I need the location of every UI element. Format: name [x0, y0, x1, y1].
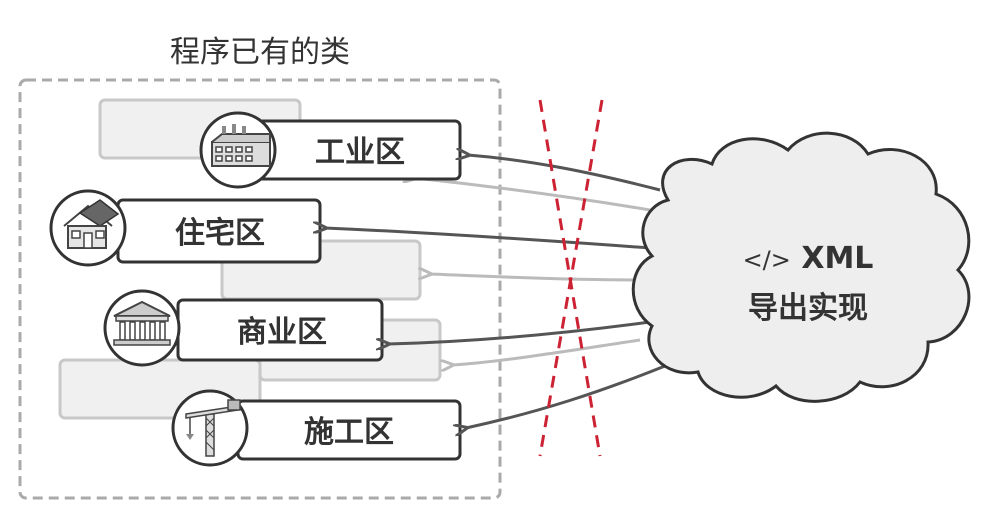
existing-classes-container	[18, 78, 502, 500]
arrow-to-commercial	[388, 320, 651, 344]
ghost-arrow-2	[430, 274, 641, 282]
class-label-residential: 住宅区	[175, 216, 265, 251]
xml-export-cloud: </> XML 导出实现	[631, 131, 971, 403]
factory-icon	[199, 111, 277, 189]
bank-icon	[103, 289, 181, 367]
ghost-arrow-3	[452, 338, 641, 365]
xml-label-line2: 导出实现	[748, 291, 868, 326]
ghost-arrows	[415, 178, 651, 365]
arrow-to-residential	[325, 228, 651, 250]
class-box-construction: 施工区	[236, 399, 462, 461]
class-box-industrial: 工业区	[256, 119, 462, 181]
class-box-residential: 住宅区	[116, 198, 322, 264]
class-label-industrial: 工业区	[315, 135, 405, 170]
class-label-construction: 施工区	[304, 415, 394, 450]
forbidden-cross	[538, 99, 604, 457]
arrow-to-construction	[466, 364, 666, 428]
house-icon	[49, 189, 127, 267]
class-box-commercial: 商业区	[176, 298, 384, 362]
class-label-commercial: 商业区	[237, 315, 327, 350]
diagram-title: 程序已有的类	[170, 35, 350, 70]
export-arrows	[325, 155, 666, 428]
cross-line-2	[538, 99, 604, 457]
crane-icon	[171, 389, 249, 467]
xml-label-line1: </> XML	[743, 241, 874, 276]
arrow-to-industrial	[468, 155, 661, 192]
ghost-arrow-1	[415, 178, 651, 212]
